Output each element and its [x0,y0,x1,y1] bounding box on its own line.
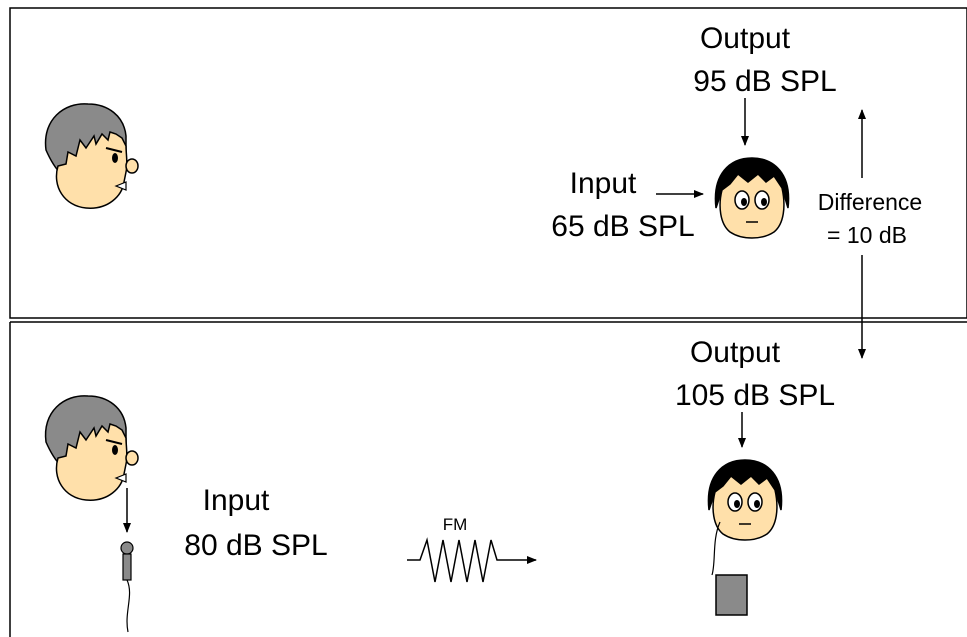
speaker-head-bottom [44,394,139,502]
fm-label: FM [443,515,468,534]
bottom-output-level: 105 dB SPL [675,379,835,412]
bottom-output-title: Output [690,336,781,369]
top-panel-border [9,7,967,319]
listener-head-top [714,157,790,239]
listener-head-bottom [707,459,783,541]
speaker-head-top [44,102,139,210]
difference-value: = 10 dB [827,222,907,248]
microphone-cord [126,579,131,633]
top-input-title: Input [570,167,637,200]
difference-label: Difference [818,189,922,215]
bottom-input-level: 80 dB SPL [184,529,327,562]
fm-signal-arrow [407,537,537,583]
fm-receiver-icon [715,574,748,616]
receiver-cord [711,521,721,576]
microphone-body [122,553,132,581]
top-output-level: 95 dB SPL [693,65,836,98]
microphone-icon [120,541,134,555]
top-input-level: 65 dB SPL [551,210,694,243]
bottom-input-title: Input [203,484,270,517]
top-output-title: Output [700,22,791,55]
